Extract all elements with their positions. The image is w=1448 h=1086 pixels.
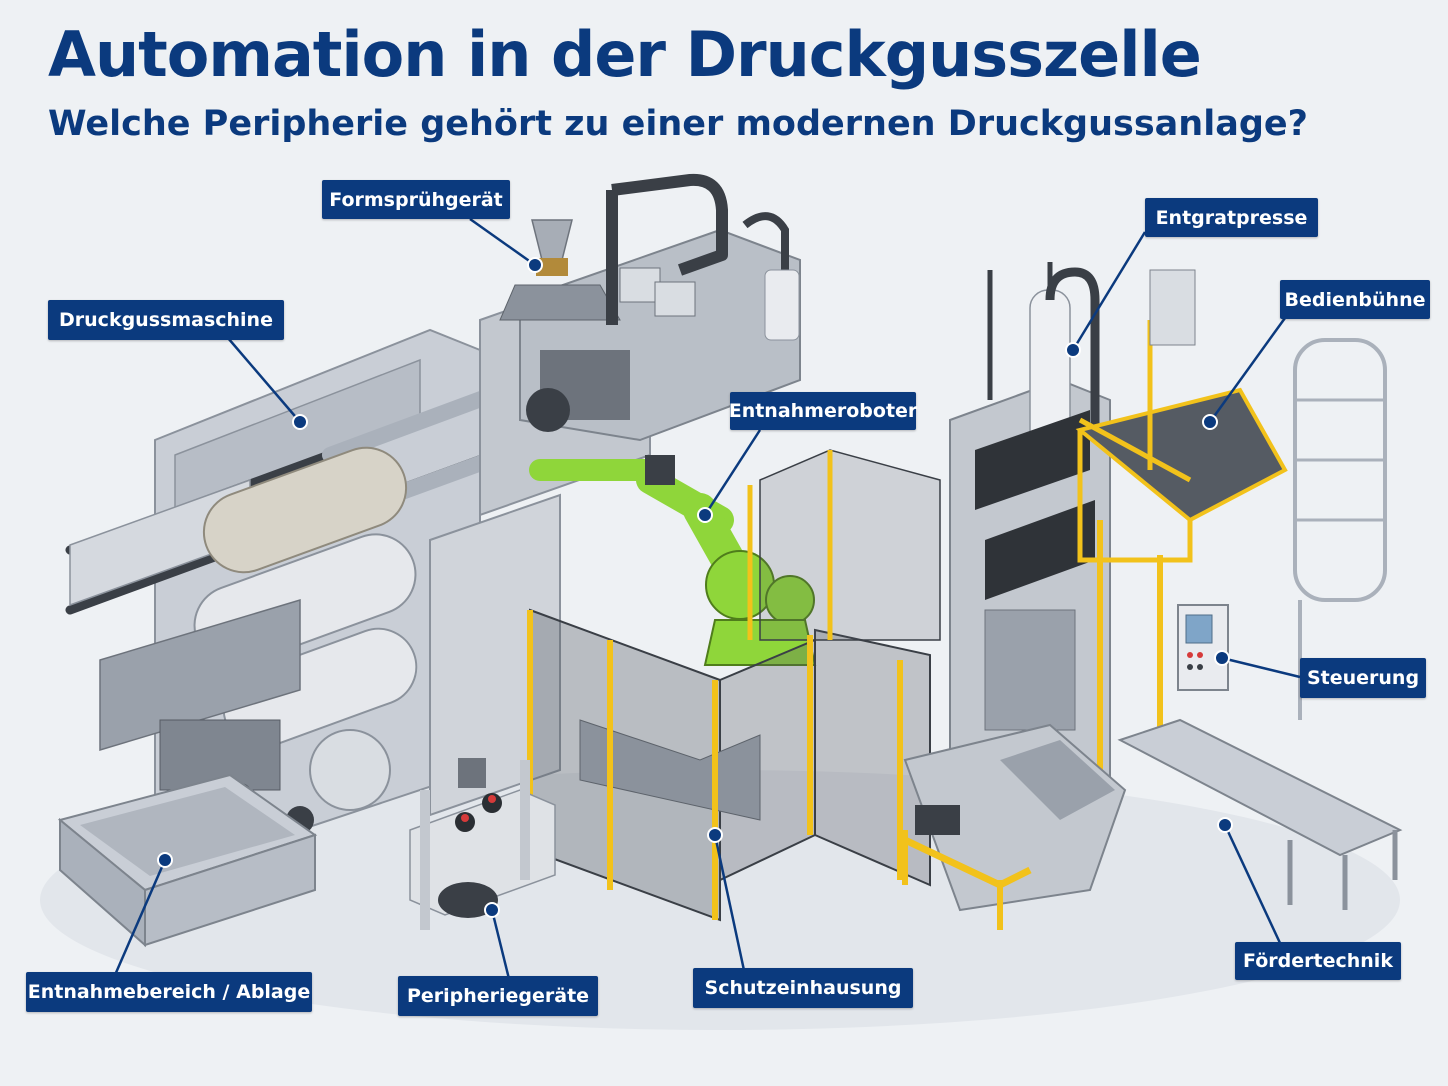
dot-schutzeinhausung bbox=[707, 827, 723, 843]
label-foerdertechnik: Fördertechnik bbox=[1235, 942, 1401, 980]
label-bedienbuehne: Bedienbühne bbox=[1280, 280, 1430, 319]
dot-foerdertechnik bbox=[1217, 817, 1233, 833]
die-casting-machine bbox=[65, 228, 801, 862]
dot-entnahmebereich bbox=[157, 852, 173, 868]
dot-entgratpresse bbox=[1065, 342, 1081, 358]
label-peripheriegeraete: Peripheriegeräte bbox=[398, 976, 598, 1016]
operator-platform bbox=[1075, 269, 1387, 770]
dot-peripheriegeraete bbox=[484, 902, 500, 918]
leader-lines bbox=[113, 217, 1301, 984]
label-entnahmebereich: Entnahmebereich / Ablage bbox=[26, 972, 312, 1012]
label-druckgussmaschine: Druckgussmaschine bbox=[48, 300, 284, 340]
control-panel bbox=[1177, 604, 1229, 691]
peripheral-devices bbox=[409, 758, 556, 930]
trim-press bbox=[949, 262, 1111, 822]
label-steuerung: Steuerung bbox=[1300, 658, 1426, 698]
leader-dots bbox=[157, 257, 1233, 918]
dot-steuerung bbox=[1214, 650, 1230, 666]
page-subtitle: Welche Peripherie gehört zu einer modern… bbox=[48, 104, 1308, 144]
label-schutzeinhausung: Schutzeinhausung bbox=[693, 968, 913, 1008]
spray-unit bbox=[499, 173, 800, 341]
dot-druckgussmaschine bbox=[292, 414, 308, 430]
removal-area-tray bbox=[57, 773, 318, 948]
dot-bedienbuehne bbox=[1202, 414, 1218, 430]
label-entnahmeroboter: Entnahmeroboter bbox=[729, 392, 917, 430]
conveyor bbox=[902, 718, 1403, 930]
label-formspruehgeraet: Formsprühgerät bbox=[322, 180, 510, 219]
page-title: Automation in der Druckgusszelle bbox=[48, 18, 1202, 91]
dot-entnahmeroboter bbox=[697, 507, 713, 523]
safety-enclosure bbox=[527, 449, 941, 922]
label-entgratpresse: Entgratpresse bbox=[1145, 198, 1318, 237]
dot-formspruehgeraet bbox=[527, 257, 543, 273]
